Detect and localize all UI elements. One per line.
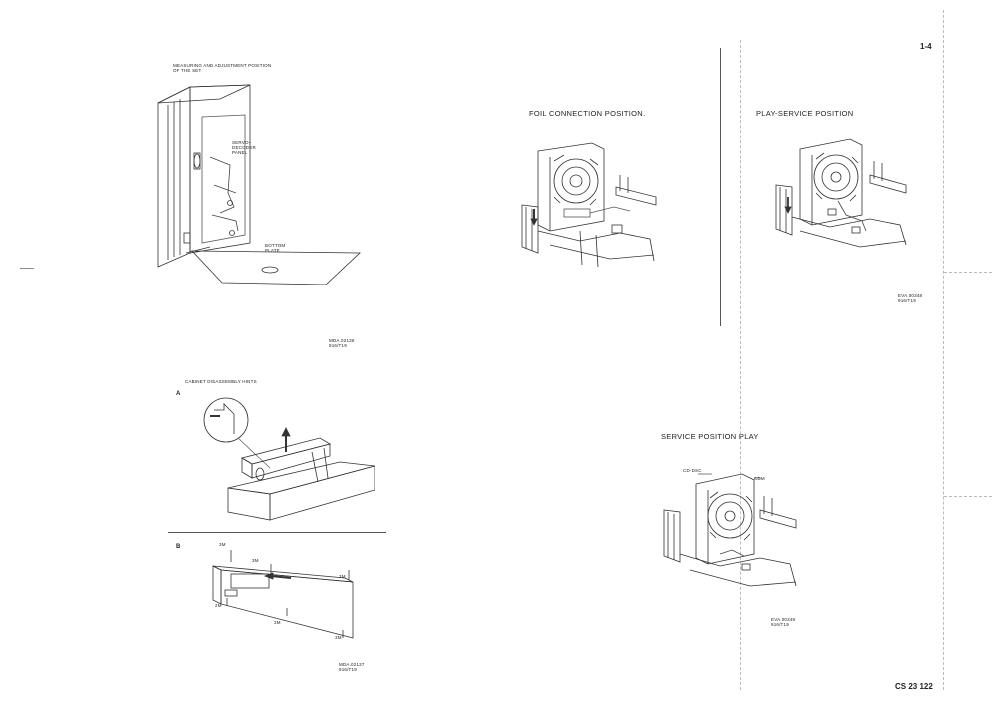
margin-tick-left	[20, 268, 34, 269]
margin-tick-1	[944, 272, 992, 273]
margin-line	[943, 10, 944, 690]
service-play-ref-2: 916/T19	[771, 622, 789, 627]
fold-line	[740, 40, 741, 690]
label-bottom-1: BOTTOM	[265, 243, 286, 248]
cabinet-label-b: B	[176, 544, 181, 550]
foil-figure	[520, 135, 660, 270]
screw-label-5: 3M	[274, 620, 281, 625]
cabinet-label-a: A	[176, 391, 181, 397]
document-code: CS 23 122	[895, 682, 933, 691]
screw-label-4: 2M	[215, 603, 222, 608]
label-servo-3: PANEL	[232, 150, 248, 155]
play-service-ref-2: 916/T19	[898, 298, 916, 303]
service-play-title: SERVICE POSITION PLAY	[661, 432, 759, 441]
cabinet-ref-1: MDA.02137	[339, 662, 365, 667]
label-cdm: CDM	[754, 476, 765, 481]
label-servo-1: SERVO+	[232, 140, 252, 145]
foil-title: FOIL CONNECTION POSITION.	[529, 109, 646, 118]
service-play-ref-1: EVA.00349	[771, 617, 796, 622]
screw-label-6: 3M	[335, 635, 342, 640]
section-divider	[168, 532, 386, 533]
label-bottom-2: PLATE	[265, 248, 280, 253]
screw-label-3: 3M	[339, 574, 346, 579]
margin-tick-2	[944, 496, 992, 497]
play-service-title: PLAY-SERVICE POSITION	[756, 109, 854, 118]
cabinet-ref-2: 916/T19	[339, 667, 357, 672]
page-number: 1-4	[920, 42, 932, 51]
measuring-figure	[150, 75, 365, 285]
screw-label-2: 3M	[252, 558, 259, 563]
service-play-figure	[660, 470, 800, 590]
measuring-ref-1: MDA.02136	[329, 338, 355, 343]
play-service-ref-1: EVA.00348	[898, 293, 923, 298]
label-servo-2: DECODER	[232, 145, 256, 150]
cabinet-title: CABINET DISASSEMBLY HINTS	[185, 379, 257, 384]
cabinet-figure-a	[200, 390, 375, 525]
label-cd-dsc: CD-DSC	[683, 468, 702, 473]
column-divider	[720, 48, 721, 326]
measuring-title-line1: MEASURING AND ADJUSTMENT POSITION	[173, 63, 272, 68]
cabinet-figure-b	[205, 548, 365, 640]
measuring-title-line2: OF THE SET	[173, 68, 202, 73]
measuring-ref-2: 916/T19	[329, 343, 347, 348]
screw-label-1: 3M	[219, 542, 226, 547]
play-service-figure	[770, 135, 910, 255]
